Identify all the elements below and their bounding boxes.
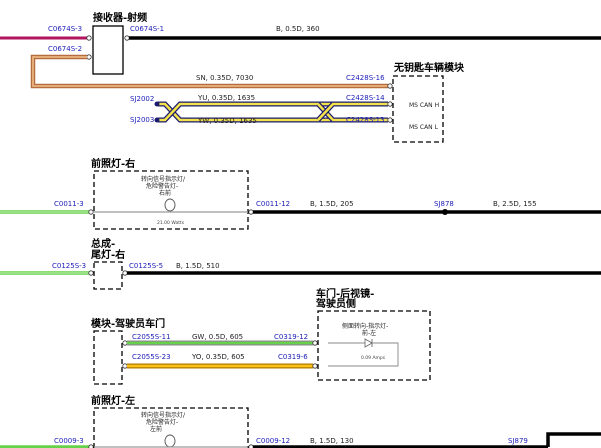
headlamp-left-inner-1: 转向信号指示灯/ <box>141 411 186 419</box>
label-c0674s1: C0674S-1 <box>130 25 164 33</box>
label-c2055s23: C2055S-23 <box>132 353 171 361</box>
headlamp-right-inner-2: 危险警告灯- <box>146 182 178 190</box>
pin-c0319-6 <box>312 363 318 369</box>
can-twisted-pair <box>158 101 388 123</box>
keyless-box <box>392 75 444 143</box>
wire-black-sj879-branch <box>546 432 601 447</box>
label-sj2002: SJ2002 <box>130 95 154 103</box>
label-w3: YU, 0.35D, 1635 <box>197 94 255 102</box>
headlamp-left-inner-3: 左前 <box>150 425 162 433</box>
label-w2: SN, 0.35D, 7030 <box>196 74 253 82</box>
label-c0125s5: C0125S-5 <box>129 262 163 270</box>
receiver-title: 接收器-射频 <box>93 11 147 24</box>
headlamp-left-inner-2: 危险警告灯- <box>146 418 178 426</box>
bulb-left-icon <box>164 434 176 448</box>
pin-c2428s14 <box>387 101 393 107</box>
label-c2428s16: C2428S-16 <box>346 74 385 82</box>
label-c0009-12: C0009-12 <box>256 437 290 445</box>
label-w7: B, 1.5D, 510 <box>176 262 220 270</box>
receiver-box <box>92 25 124 75</box>
mirror-title-2: 驾驶员侧 <box>315 297 356 310</box>
headlamp-right-value: 21.00 Watts <box>157 220 185 226</box>
label-can-l: MS CAN L <box>409 124 439 131</box>
label-c2055s11: C2055S-11 <box>132 333 171 341</box>
driver-door-box <box>93 330 123 385</box>
pin-c0125s3 <box>88 270 94 276</box>
pin-c2428s13 <box>387 117 393 123</box>
label-w5: B, 1.5D, 205 <box>310 200 354 208</box>
pin-c0011-12 <box>248 209 254 215</box>
mirror-inner-1: 侧面转向-指示灯- <box>342 322 388 330</box>
keyless-title: 无钥匙车辆模块 <box>393 61 465 74</box>
label-c0011-3: C0011-3 <box>54 200 84 208</box>
label-w9: YO, 0.35D, 605 <box>191 353 245 361</box>
pin-c2428s16 <box>387 83 393 89</box>
headlamp-right-inner-3: 右前 <box>159 189 171 197</box>
node-sj2002 <box>154 101 160 107</box>
node-sj878 <box>442 209 448 215</box>
pin-c0011-3 <box>88 209 94 215</box>
label-w4: YW, 0.35D, 1635 <box>197 117 257 125</box>
pin-c0009-3 <box>88 444 94 448</box>
label-sj878: SJ878 <box>434 200 454 208</box>
label-w6: B, 2.5D, 155 <box>493 200 537 208</box>
tail-right-title-1: 总成- <box>91 237 115 250</box>
pin-c0674s1 <box>124 35 130 41</box>
label-w8: GW, 0.5D, 605 <box>192 333 243 341</box>
label-w10: B, 1.5D, 130 <box>310 437 354 445</box>
mirror-value: 0.09 Amps <box>361 355 386 361</box>
label-c0674s2: C0674S-2 <box>48 45 82 53</box>
tail-right-title-2: 尾灯-右 <box>91 248 125 261</box>
label-can-h: MS CAN H <box>409 102 439 109</box>
mirror-box <box>317 310 431 381</box>
label-c0009-3: C0009-3 <box>54 437 84 445</box>
node-sj2003 <box>154 117 160 123</box>
label-w1: B, 0.5D, 360 <box>276 25 320 33</box>
pin-c0125s5 <box>122 270 128 276</box>
mirror-inner-2: 前-左 <box>362 329 376 337</box>
headlamp-right-title: 前照灯-右 <box>91 157 135 170</box>
pin-c2055s11 <box>122 340 128 346</box>
bulb-icon <box>164 198 176 212</box>
pin-c0674s2 <box>86 54 92 60</box>
label-c0319-12: C0319-12 <box>274 333 308 341</box>
wire-brown-inner <box>32 56 388 87</box>
headlamp-right-inner-1: 转向信号指示灯/ <box>141 175 186 183</box>
label-c0319-6: C0319-6 <box>278 353 308 361</box>
label-sj2003: SJ2003 <box>130 116 154 124</box>
pin-c2055s23 <box>122 363 128 369</box>
label-c2428s13: C2428S-13 <box>346 116 385 124</box>
label-c2428s14: C2428S-14 <box>346 94 385 102</box>
tail-right-box <box>93 261 123 290</box>
label-c0011-12: C0011-12 <box>256 200 290 208</box>
label-c0674s3: C0674S-3 <box>48 25 82 33</box>
pin-c0674s3 <box>86 35 92 41</box>
mirror-title-1: 车门-后视镜- <box>316 287 374 300</box>
pin-c0319-12 <box>312 340 318 346</box>
led-icon <box>328 338 399 367</box>
headlamp-left-title: 前照灯-左 <box>91 394 135 407</box>
label-sj879: SJ879 <box>508 437 528 445</box>
label-c0125s3: C0125S-3 <box>52 262 86 270</box>
driver-door-title: 模块-驾驶员车门 <box>91 317 165 330</box>
